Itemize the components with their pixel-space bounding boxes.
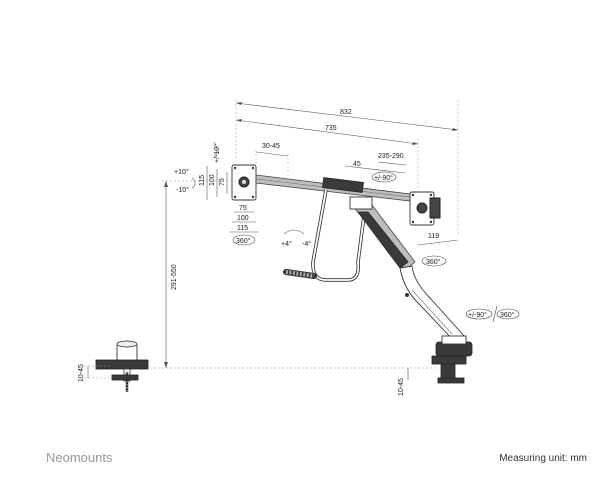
dim-tilt-offset-label: 30-45 [262,143,280,150]
dim-vesa-115-h: 115 [237,225,248,232]
angle-swivel-base: +/-90° [468,311,487,319]
angle-tilt-down: -10° [176,186,189,194]
angle-base-rotation: 360° [500,311,515,319]
gas-spring-arm [399,265,467,343]
upper-arm [349,196,416,271]
angle-swivel-screen: 360° [236,237,251,245]
dim-vesa-75-v: 75 [219,178,226,186]
angle-pan-plus: +4° [281,240,292,248]
dimension-height: 291-550 [150,180,436,369]
angle-rotate-left: +/-10° [213,144,221,163]
dim-vesa-100-h: 100 [237,215,249,222]
dim-arm-depth-label: 235-290 [378,153,404,160]
dim-vesa-115-v: 115 [199,175,206,186]
dimension-735: 735 [235,119,419,190]
dimension-832: 832 [235,100,459,235]
dimension-119: 119 [417,233,459,246]
angle-pan-minus: -4° [302,240,311,248]
left-tilt-angles: +/-10° +10° -10° [174,141,221,194]
base-swivel-angles: +/-90° 360° [465,305,520,323]
right-vesa-plate [409,191,441,226]
vesa-horizontal-dims: 75 100 115 [229,205,259,233]
angle-tilt-up: +10° [174,168,189,176]
dimension-45-235-290: 45 235-290 [344,153,407,174]
dim-arm-offset-label: 45 [353,161,361,168]
vesa-vertical-dims: 115 100 75 [199,166,228,200]
elbow-rotation: 360° [421,255,447,267]
dim-desk-thickness-grommet: 10-45 [398,378,405,396]
left-vesa-plate [231,164,257,201]
angle-right-screen-swivel: +/-90° [374,174,393,182]
dimension-grommet-thickness: 10-45 [398,368,409,396]
dim-vesa-75-h: 75 [239,205,247,212]
left-screen-swivel: 360° [232,234,256,246]
angle-rotate-right: 360° [426,258,441,266]
dimension-30-45: 30-45 [255,143,289,176]
dimension-clamp-thickness: 10-45 [78,364,110,382]
dim-vesa-100-v: 100 [209,174,216,186]
measuring-unit-note: Measuring unit: mm [499,453,587,464]
grommet-base [431,335,473,384]
dim-overall-width-label: 832 [340,109,352,116]
brand-logo: Neomounts [46,450,113,465]
dim-pole-offset-label: 119 [428,233,439,240]
dim-height-range-label: 291-550 [171,264,178,290]
desk-clamp [95,340,149,392]
dim-screen-span-label: 735 [325,125,337,132]
handle [283,189,368,282]
dim-desk-thickness-clamp: 10-45 [78,364,85,382]
right-screen-swivel: +/-90° [371,171,397,183]
pan-angles: +4° -4° [281,229,311,248]
